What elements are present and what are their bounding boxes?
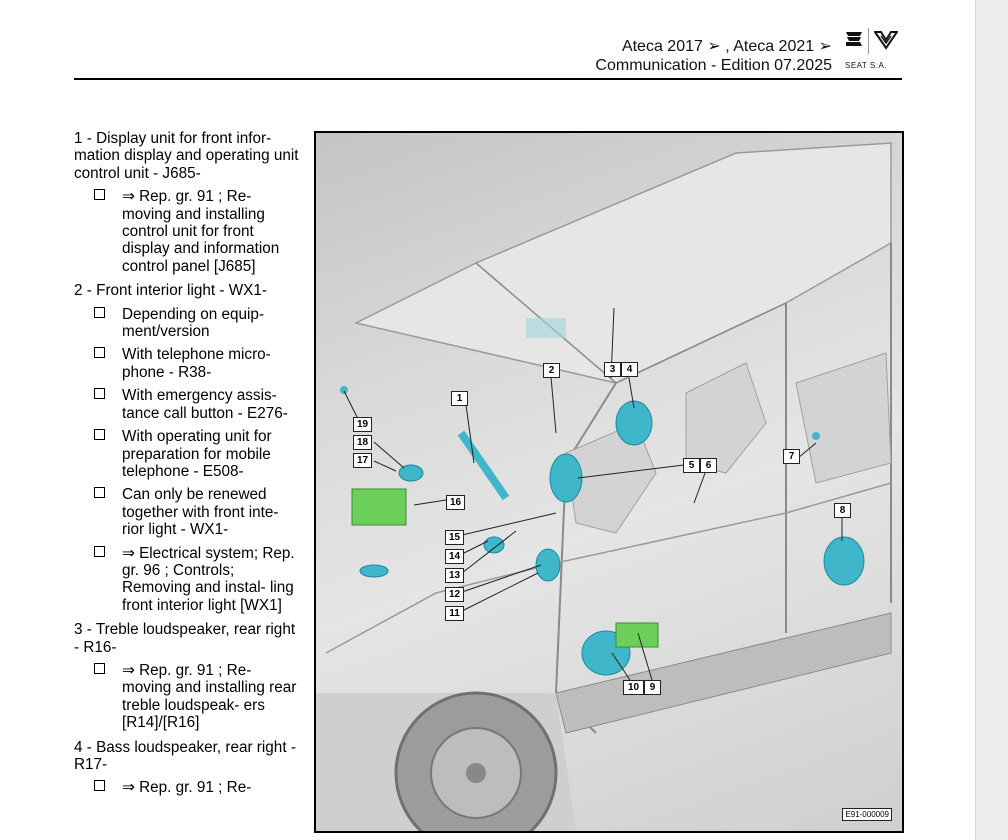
sub-item-text[interactable]: ⇒ Rep. gr. 91 ; Re- moving and installin… — [122, 661, 297, 732]
brand-text: SEAT S.A. — [845, 61, 887, 70]
callout-label: 3 — [604, 362, 621, 377]
sub-item: Depending on equip- ment/version — [74, 306, 304, 341]
callout-label: 13 — [445, 568, 464, 583]
sub-item-text[interactable]: ⇒ Electrical system; Rep. gr. 96 ; Contr… — [122, 544, 295, 614]
checkbox-bullet-icon — [94, 780, 105, 792]
page-header: Ateca 2017 ➢ , Ateca 2021 ➢ Communicatio… — [74, 28, 902, 80]
sub-item: With operating unit for preparation for … — [74, 428, 304, 480]
checkbox-bullet-icon — [94, 189, 105, 201]
parts-list: 1 - Display unit for front infor- mation… — [74, 130, 304, 804]
sub-item: ⇒ Rep. gr. 91 ; Re- moving and installin… — [74, 662, 304, 732]
vehicle-diagram: 1 2 3 4 5 6 7 8 9 10 11 12 13 14 15 16 1… — [314, 131, 904, 833]
logo-divider — [868, 28, 869, 54]
callout-label: 17 — [353, 453, 372, 468]
item-title: 1 - Display unit for front infor- mation… — [74, 130, 299, 182]
callout-label: 16 — [446, 495, 465, 510]
seat-logo-icon — [846, 32, 862, 46]
checkbox-bullet-icon — [94, 429, 105, 441]
callout-label: 19 — [353, 417, 372, 432]
callout-label: 14 — [445, 549, 464, 564]
sub-item-text: With operating unit for preparation for … — [122, 428, 272, 480]
edition-line: Communication - Edition 07.2025 — [595, 57, 832, 74]
sub-item-text: With telephone micro- phone - R38- — [122, 346, 271, 381]
cupra-logo-icon — [874, 31, 898, 50]
callout-label: 1 — [451, 391, 468, 406]
list-item: 3 - Treble loudspeaker, rear right - R16… — [74, 621, 304, 731]
callout-label: 2 — [543, 363, 560, 378]
sub-item-text: Depending on equip- ment/version — [122, 305, 265, 341]
sub-item-text: With emergency assis- tance call button … — [122, 387, 288, 422]
list-item: 2 - Front interior light - WX1- Dependin… — [74, 282, 304, 614]
model-line: Ateca 2017 ➢ , Ateca 2021 ➢ — [621, 38, 832, 55]
checkbox-bullet-icon — [94, 545, 105, 557]
callout-label: 8 — [834, 503, 851, 518]
checkbox-bullet-icon — [94, 662, 105, 674]
sub-item: ⇒ Rep. gr. 91 ; Re- — [74, 779, 304, 796]
sub-item: ⇒ Electrical system; Rep. gr. 96 ; Contr… — [74, 545, 304, 615]
callout-label: 11 — [445, 606, 464, 621]
document-page: Ateca 2017 ➢ , Ateca 2021 ➢ Communicatio… — [0, 0, 975, 840]
checkbox-bullet-icon — [94, 388, 105, 400]
brand-logo: SEAT S.A. — [840, 28, 902, 74]
sub-item: With telephone micro- phone - R38- — [74, 346, 304, 381]
callout-label: 10 — [623, 680, 644, 695]
checkbox-bullet-icon — [94, 347, 105, 359]
callout-label: 6 — [700, 458, 717, 473]
sub-item: Can only be renewed together with front … — [74, 486, 304, 538]
vehicle-illustration — [316, 142, 892, 831]
callout-label: 5 — [683, 458, 700, 473]
item-title: 2 - Front interior light - WX1- — [74, 282, 267, 300]
checkbox-bullet-icon — [94, 306, 105, 318]
callout-label: 12 — [445, 587, 464, 602]
sub-item-text: Can only be renewed together with front … — [122, 486, 279, 539]
sub-item: ⇒ Rep. gr. 91 ; Re- moving and installin… — [74, 188, 304, 275]
callout-label: 18 — [353, 435, 372, 450]
item-title: 3 - Treble loudspeaker, rear right - R16… — [74, 621, 296, 656]
checkbox-bullet-icon — [94, 487, 105, 499]
callout-label: 4 — [621, 362, 638, 377]
sub-item: With emergency assis- tance call button … — [74, 387, 304, 422]
viewer-scrollbar[interactable] — [975, 0, 1008, 840]
callout-label: 7 — [783, 449, 800, 464]
sub-item-text[interactable]: ⇒ Rep. gr. 91 ; Re- moving and installin… — [122, 188, 280, 275]
list-item: 4 - Bass loudspeaker, rear right - R17- … — [74, 739, 304, 797]
sub-item-text[interactable]: ⇒ Rep. gr. 91 ; Re- — [122, 779, 252, 797]
list-item: 1 - Display unit for front infor- mation… — [74, 130, 304, 275]
figure-id: E91-000009 — [842, 808, 892, 821]
callout-label: 15 — [445, 530, 464, 545]
item-title: 4 - Bass loudspeaker, rear right - R17- — [74, 738, 296, 773]
callout-label: 9 — [644, 680, 661, 695]
